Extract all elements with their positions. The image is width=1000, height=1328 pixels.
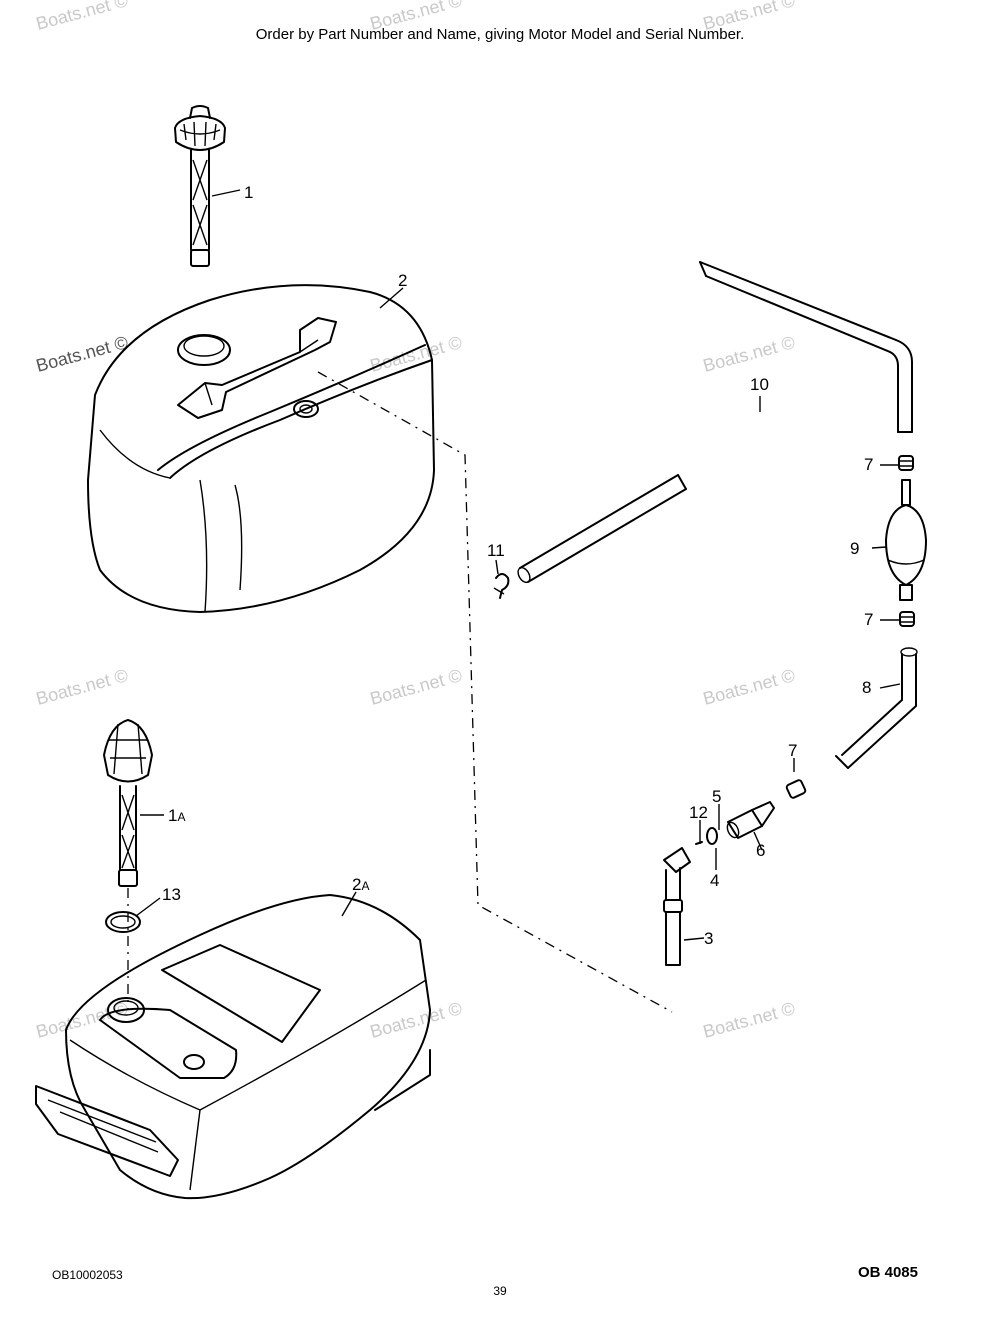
part-3-fuel-pickup [663,847,691,966]
callout-10: 10 [750,375,769,394]
watermark: Boats.net © [701,0,797,34]
part-1a-fuel-gauge [103,719,153,887]
document-id: OB10002053 [52,1268,123,1282]
part-13-gasket [105,911,141,933]
part-2-fuel-tank [87,284,435,613]
callout-7-middle: 7 [864,610,873,629]
page-number: 39 [493,1284,507,1298]
watermark: Boats.net © [701,998,797,1042]
watermark: Boats.net © [701,332,797,376]
callout-labels: 1 2 3 4 5 6 7 7 7 8 9 10 11 12 13 1A 2A [162,183,873,948]
callout-2: 2 [398,271,407,290]
watermark: Boats.net © [368,332,464,376]
part-2a-fuel-tank [35,894,431,1200]
part-book-number: OB 4085 [857,1264,918,1281]
watermark: Boats.net © [368,998,464,1042]
callout-4: 4 [710,871,719,890]
part-8-hose [835,647,918,769]
callout-1a: 1A [168,806,185,825]
callout-6: 6 [756,841,765,860]
fuel-path-line [317,371,673,1013]
page-header: Order by Part Number and Name, giving Mo… [255,26,745,43]
part-6-connector [726,801,775,839]
callout-5: 5 [712,787,721,806]
callout-12: 12 [689,803,708,822]
part-12-pin [695,841,703,845]
part-1-fuel-gauge [174,105,226,267]
part-7-fitting-middle [899,611,915,627]
part-5-o-ring [706,827,718,845]
part-11-clamp [493,573,510,599]
leader-lines [135,189,901,941]
part-7-fitting-lower [785,779,807,799]
watermark: Boats.net © [368,665,464,709]
callout-9: 9 [850,539,859,558]
watermarks: Boats.net © Boats.net © Boats.net © Boat… [34,0,797,1042]
callout-11: 11 [487,541,505,560]
watermark: Boats.net © [34,332,130,376]
part-10-hose [517,261,913,584]
callout-2a: 2A [352,875,369,894]
part-7-fitting-upper [898,455,914,471]
callout-13: 13 [162,885,181,904]
callout-8: 8 [862,678,871,697]
callout-7-upper: 7 [864,455,873,474]
watermark: Boats.net © [368,0,464,34]
callout-3: 3 [704,929,713,948]
callout-7-lower: 7 [788,741,797,760]
watermark: Boats.net © [701,665,797,709]
watermark: Boats.net © [34,0,130,34]
callout-1: 1 [244,183,253,202]
watermark: Boats.net © [34,665,130,709]
part-9-primer-bulb [885,479,927,601]
